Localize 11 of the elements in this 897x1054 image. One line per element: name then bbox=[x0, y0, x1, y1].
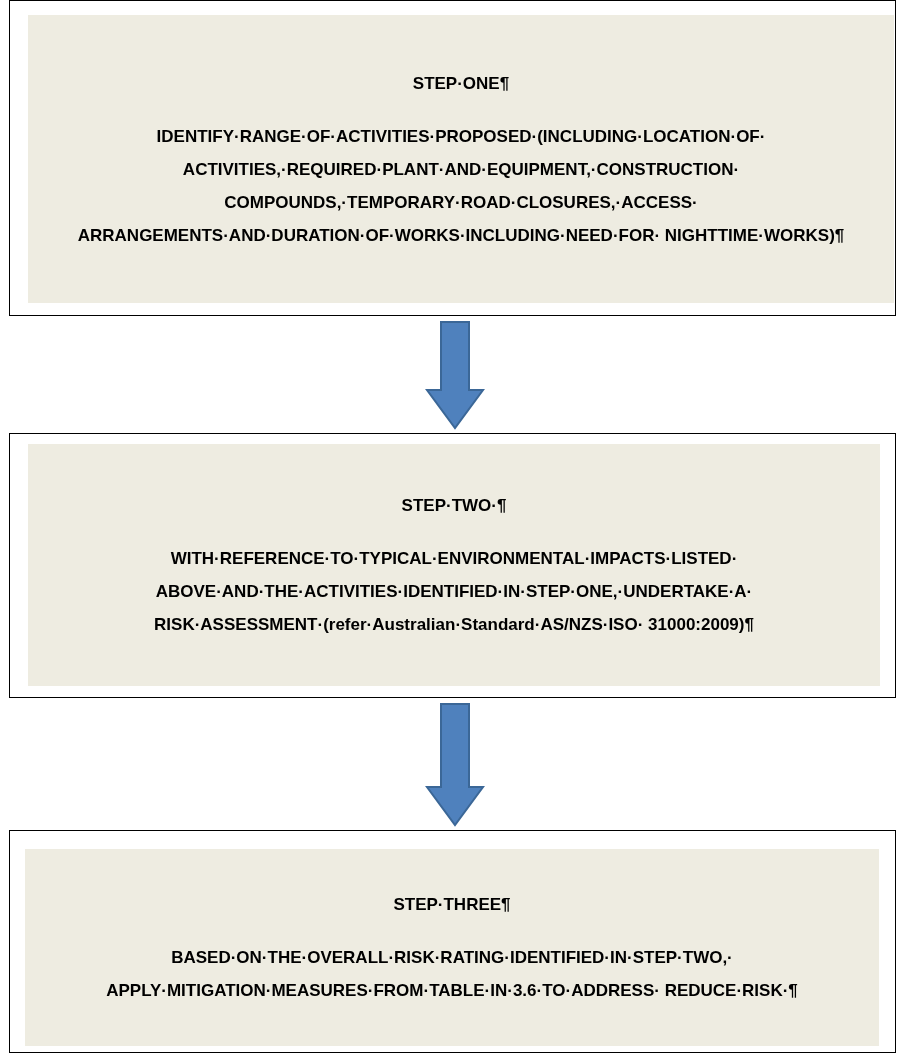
step-heading: STEP·ONE¶ bbox=[412, 72, 510, 95]
step-description: WITH·REFERENCE·TO·TYPICAL·ENVIRONMENTAL·IMPACTS·LISTED· ABOVE·AND·THE·ACTIVITIES·IDENTIFIED·IN·STEP·ONE,·UNDERTAKE·A· RISK·ASSESSMENT·(refer·Australian·Standard·AS/NZS·ISO· 31000:2009)¶ bbox=[153, 548, 755, 636]
step-box bbox=[9, 830, 896, 1053]
block-arrow bbox=[425, 703, 485, 827]
step-heading: STEP·THREE¶ bbox=[393, 894, 511, 916]
step-box bbox=[9, 0, 896, 316]
step-description: BASED·ON·THE·OVERALL·RISK·RATING·IDENTIFIED·IN·STEP·TWO,· APPLY·MITIGATION·MEASURES·FROM·TABLE·IN·3.6·TO·ADDRESS· REDUCE·RISK·¶ bbox=[105, 947, 799, 1002]
block-arrow bbox=[425, 321, 485, 430]
step-box bbox=[9, 433, 896, 698]
step-heading: STEP·TWO·¶ bbox=[401, 495, 507, 517]
step-description: IDENTIFY·RANGE·OF·ACTIVITIES·PROPOSED·(INCLUDING·LOCATION·OF· ACTIVITIES,·REQUIRED·PLANT·AND·EQUIPMENT,·CONSTRUCTION· COMPOUNDS,·TEMPORARY·ROAD·CLOSURES,·ACCESS· ARRANGEMENTS·AND·DURATION·OF·WORKS·INCLUDING·NEED·FOR· NIGHTTIME·WORKS)¶ bbox=[76, 125, 846, 247]
